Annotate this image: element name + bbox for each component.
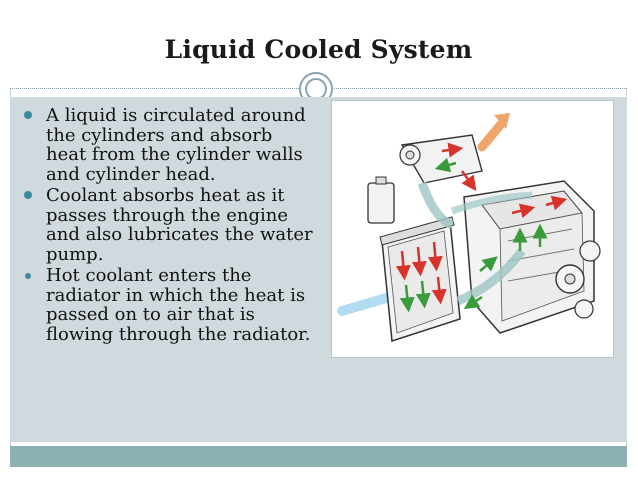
bullet-text: A liquid is circulated around the cylind… [46,105,306,185]
engine-cooling-illustration [337,113,601,342]
pulley-icon [579,240,601,262]
slide-title: Liquid Cooled System [164,35,473,64]
bullet-list: A liquid is circulated around the cylind… [18,106,318,346]
bullet-item: Coolant absorbs heat as it passes throug… [18,186,318,264]
bullet-item: A liquid is circulated around the cylind… [18,106,318,184]
engine-cooling-diagram [331,100,614,358]
circle-bullet-icon [24,191,32,199]
bullet-item: Hot coolant enters the radiator in which… [18,266,318,344]
bullet-text: Coolant absorbs heat as it passes throug… [46,185,313,265]
thermostat-housing-icon [399,134,483,184]
bullet-text: Hot coolant enters the radiator in which… [46,265,311,345]
circle-bullet-icon [25,273,31,279]
air-flow-arrow-icon [337,292,395,316]
upper-hose [417,181,454,230]
radiator-icon [379,216,461,342]
coolant-tank-icon [367,176,395,224]
footer-bar [10,446,627,467]
circle-bullet-icon [24,111,32,119]
